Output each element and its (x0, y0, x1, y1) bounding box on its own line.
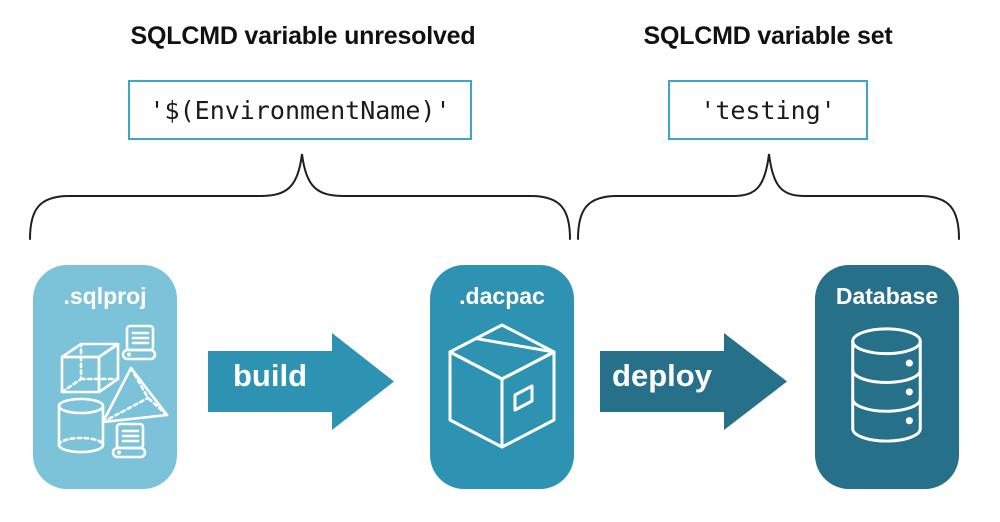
deploy-arrow (600, 333, 787, 430)
right-curly-brace (577, 153, 960, 240)
scroll-icon (111, 422, 147, 459)
deploy-arrow-label: deploy (612, 358, 712, 393)
heading-sqlcmd-unresolved: SQLCMD variable unresolved (130, 22, 476, 50)
stage-database: Database (815, 265, 959, 489)
cylinder-icon (57, 397, 105, 454)
sql-objects-icon (57, 324, 169, 459)
stage-database-label: Database (835, 283, 939, 309)
stage-sqlproj: .sqlproj (33, 265, 177, 489)
build-arrow (208, 333, 394, 430)
code-box-environment-variable: '$(EnvironmentName)' (128, 80, 472, 140)
code-environment-variable: '$(EnvironmentName)' (149, 95, 451, 125)
stage-dacpac-label: .dacpac (459, 283, 545, 309)
heading-sqlcmd-set: SQLCMD variable set (643, 22, 893, 50)
left-curly-brace (29, 153, 571, 240)
code-box-testing-value: 'testing' (668, 80, 868, 140)
build-arrow-label: build (232, 358, 308, 393)
scroll-icon (121, 324, 157, 361)
stage-sqlproj-label: .sqlproj (63, 283, 147, 309)
code-testing-value: 'testing' (700, 95, 836, 125)
database-icon (851, 327, 922, 443)
pyramid-icon (101, 366, 169, 424)
stage-dacpac: .dacpac (430, 265, 574, 489)
build-arrow-shape (208, 333, 394, 430)
package-icon (448, 323, 556, 449)
deploy-arrow-shape (600, 333, 787, 430)
cube-icon (60, 342, 120, 394)
